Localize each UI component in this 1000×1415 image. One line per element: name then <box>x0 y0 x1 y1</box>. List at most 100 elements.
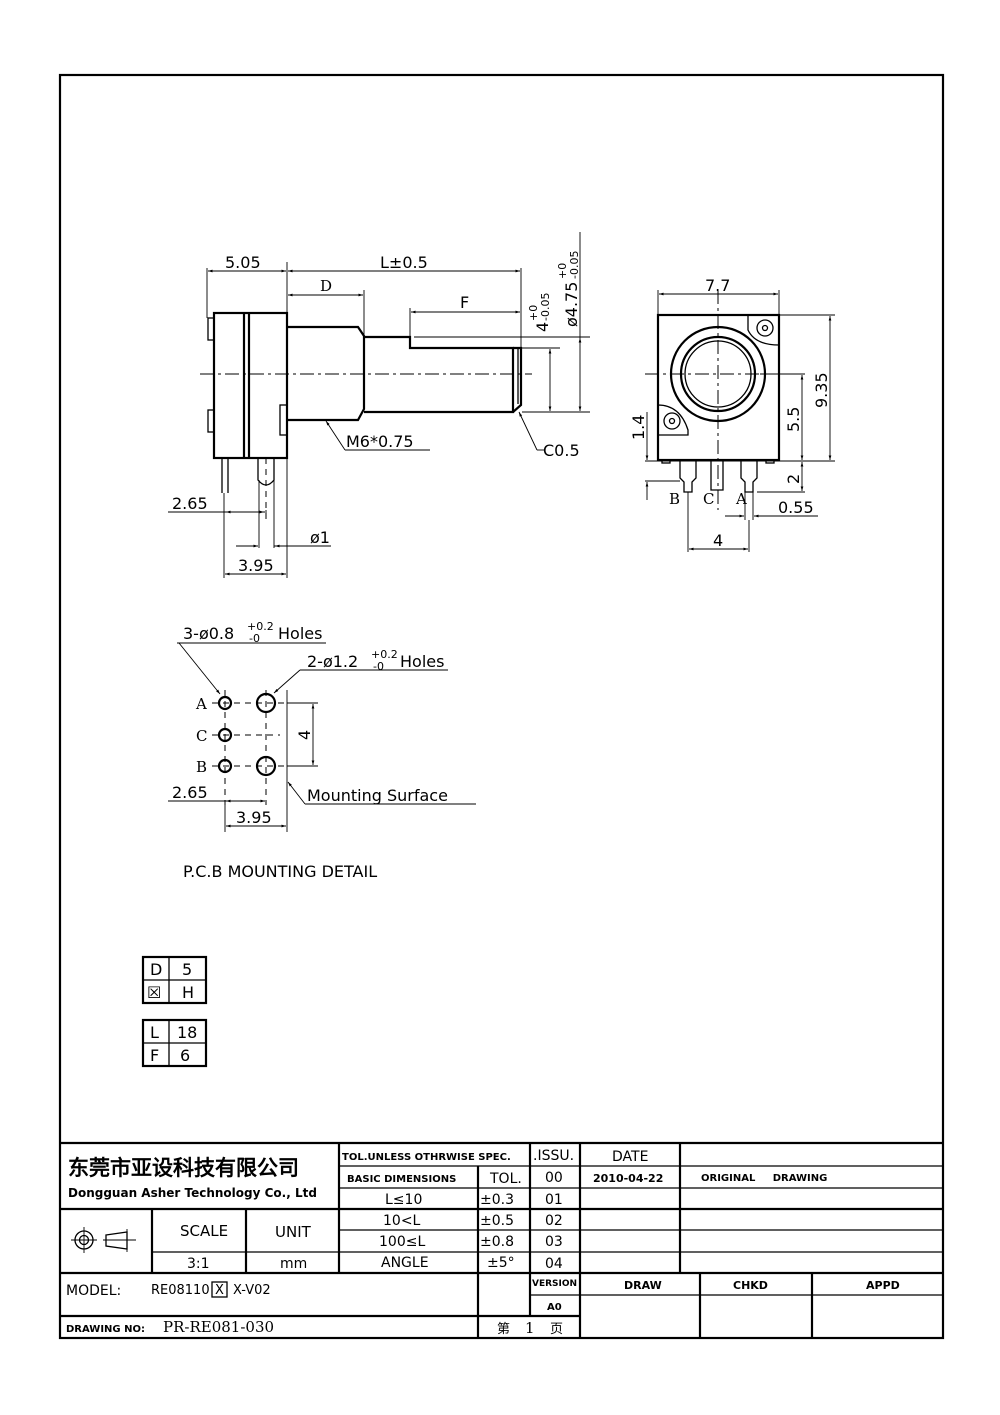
tol-value-3: ±5° <box>487 1255 515 1271</box>
chkd-label: CHKD <box>733 1279 768 1292</box>
variant-table-1: D 5 ☒ H <box>141 955 208 1005</box>
draw-label: DRAW <box>624 1279 662 1292</box>
var-value-F: 6 <box>180 1046 190 1065</box>
dim-shaft-tol-minus: -0.05 <box>568 251 581 279</box>
var-key-L: L <box>150 1023 159 1042</box>
scale-value: 3:1 <box>187 1256 210 1272</box>
front-pin-A: A <box>735 490 747 508</box>
variant-table-2: L 18 F 6 <box>141 1018 208 1068</box>
dim-pin-pitch: 4 <box>713 531 723 550</box>
date-header: DATE <box>612 1149 648 1165</box>
page-prefix: 第 <box>497 1322 510 1337</box>
pcb-mounting-detail: 3-ø0.8 +0.2 -0 Holes 2-ø1.2 +0.2 -0 Hole… <box>168 620 476 881</box>
unit-value: mm <box>280 1256 307 1272</box>
large-holes-tol-minus: -0 <box>373 660 384 673</box>
small-holes-tol-plus: +0.2 <box>247 620 274 633</box>
tol-value-1: ±0.5 <box>480 1213 514 1229</box>
front-pin-B: B <box>669 490 680 508</box>
dim-front-height: 9.35 <box>812 372 831 408</box>
dim-standoff: 1.4 <box>629 415 648 440</box>
model-box: X <box>215 1283 224 1298</box>
pcb-dim-span: 3.95 <box>236 808 272 827</box>
large-holes-suffix: Holes <box>400 652 444 671</box>
small-holes-callout: 3-ø0.8 <box>183 624 234 643</box>
dim-F: F <box>460 293 469 312</box>
large-holes-callout: 2-ø1.2 <box>307 652 358 671</box>
dim-flat-tol-minus: -0.05 <box>539 293 552 321</box>
side-view: 5.05 L±0.5 D F 4 +0 -0.05 ø4.75 +0 -0.05 <box>168 232 590 578</box>
tol-range-0: L≤10 <box>385 1192 422 1208</box>
bushing <box>287 325 366 422</box>
tol-header: TOL.UNLESS OTHRWISE SPEC. <box>342 1152 511 1163</box>
appd-label: APPD <box>866 1279 900 1292</box>
issue-no-3: 03 <box>545 1234 563 1250</box>
small-holes-suffix: Holes <box>278 624 322 643</box>
drawing-no-label: DRAWING NO: <box>66 1324 145 1335</box>
var-key-X: ☒ <box>147 983 161 1002</box>
company-name-en: Dongguan Asher Technology Co., Ltd <box>68 1186 317 1200</box>
pcb-dim-pitch: 4 <box>295 730 314 740</box>
issue-no-4: 04 <box>545 1256 563 1272</box>
small-holes-tol-minus: -0 <box>249 632 260 645</box>
var-key-F: F <box>150 1046 159 1065</box>
model-label: MODEL: <box>66 1283 121 1299</box>
unit-label: UNIT <box>275 1223 312 1241</box>
pcb-detail-title: P.C.B MOUNTING DETAIL <box>183 862 377 881</box>
dim-D: D <box>320 277 332 295</box>
dim-flat-tol-plus: +0 <box>527 305 540 321</box>
dim-body-width: 5.05 <box>225 253 261 272</box>
tol-value-0: ±0.3 <box>480 1192 514 1208</box>
dim-pin-length: 2 <box>784 474 803 484</box>
var-key-D: D <box>150 960 162 979</box>
tol-range-1: 10<L <box>383 1213 421 1229</box>
issue-no-2: 02 <box>545 1213 563 1229</box>
dim-pin-width: 0.55 <box>778 498 814 517</box>
model-suffix: X-V02 <box>233 1283 271 1298</box>
tol-label: TOL. <box>489 1171 522 1187</box>
dim-pin-offset: 2.65 <box>172 494 208 513</box>
issue-date-0: 2010-04-22 <box>593 1172 663 1185</box>
issue-header: .ISSU. <box>533 1148 574 1164</box>
var-value-H: H <box>182 983 194 1002</box>
pcb-dim-offset: 2.65 <box>172 783 208 802</box>
var-value-D: 5 <box>182 960 192 979</box>
tol-range-3: ANGLE <box>381 1255 429 1271</box>
model-prefix: RE08110 <box>151 1283 210 1298</box>
pcb-pin-B: B <box>196 758 207 776</box>
projection-symbol-icon <box>71 1227 136 1253</box>
page-number: 1 <box>525 1319 535 1337</box>
housing-body <box>212 311 289 460</box>
scale-label: SCALE <box>180 1222 228 1240</box>
page-suffix: 页 <box>550 1322 563 1337</box>
dim-shaft-diameter: ø4.75 <box>562 282 581 327</box>
version-label: VERSION <box>532 1279 577 1289</box>
drawing-frame <box>58 73 945 1340</box>
drawing-no: PR-RE081-030 <box>163 1318 274 1336</box>
title-block: 东莞市亚设科技有限公司 Dongguan Asher Technology Co… <box>60 1141 943 1338</box>
mounting-surface-label: Mounting Surface <box>307 786 448 805</box>
front-view: B C A 7.7 9.35 5.5 2 1.4 0.55 <box>629 276 835 552</box>
company-name-cn: 东莞市亚设科技有限公司 <box>68 1156 299 1180</box>
front-pin-C: C <box>703 490 714 508</box>
dim-length: L±0.5 <box>380 253 428 272</box>
tol-range-2: 100≤L <box>379 1234 425 1250</box>
tol-value-2: ±0.8 <box>480 1234 514 1250</box>
dim-front-width: 7.7 <box>705 276 730 295</box>
issue-no-1: 01 <box>545 1192 563 1208</box>
pcb-pin-C: C <box>196 727 207 745</box>
basic-dimensions: BASIC DIMENSIONS <box>347 1174 456 1185</box>
shaft <box>364 335 515 414</box>
issue-desc-0: ORIGINAL DRAWING <box>701 1173 827 1184</box>
dim-center-height: 5.5 <box>784 407 803 432</box>
dim-pin-diameter: ø1 <box>310 528 330 547</box>
dim-pin-span: 3.95 <box>238 556 274 575</box>
large-holes-tol-plus: +0.2 <box>371 648 398 661</box>
version-value: A0 <box>547 1302 562 1313</box>
issue-no-0: 00 <box>545 1170 563 1186</box>
thread-callout: M6*0.75 <box>346 432 414 451</box>
dim-flat: 4 <box>533 322 552 332</box>
chamfer-callout: C0.5 <box>543 441 580 460</box>
var-value-L: 18 <box>177 1023 197 1042</box>
pcb-pin-A: A <box>195 695 207 713</box>
